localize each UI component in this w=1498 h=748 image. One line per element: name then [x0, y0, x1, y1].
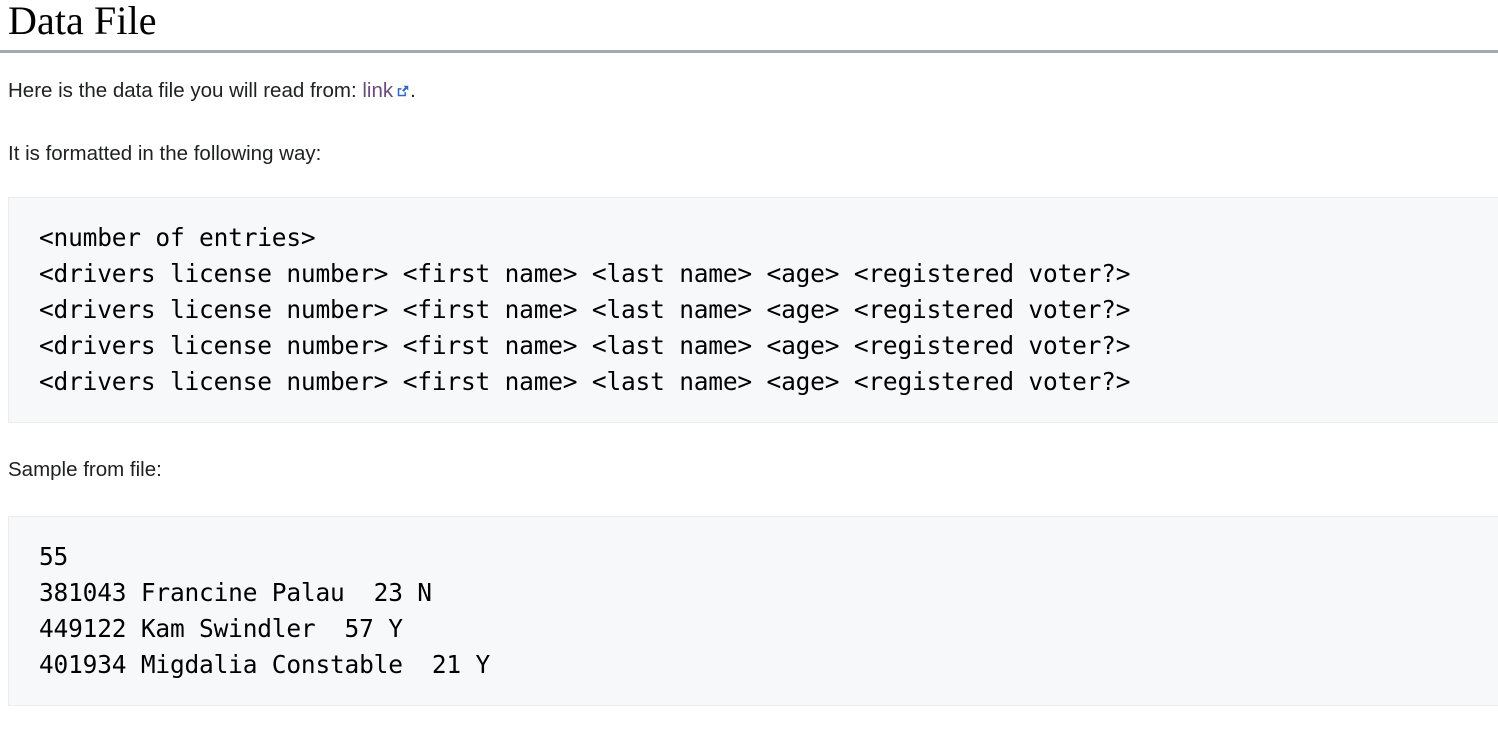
intro-paragraph: Here is the data file you will read from… [0, 74, 1498, 107]
sample-code-text: 55 381043 Francine Palau 23 N 449122 Kam… [39, 541, 491, 679]
intro-text-after-link: . [410, 79, 416, 102]
intro-text-before-link: Here is the data file you will read from… [8, 79, 363, 102]
external-link-icon [396, 84, 410, 98]
sample-intro-paragraph: Sample from file: [8, 458, 162, 482]
data-file-link[interactable]: link [362, 79, 410, 102]
format-intro-paragraph: It is formatted in the following way: [8, 142, 322, 166]
title-divider [0, 50, 1498, 53]
format-code-text: <number of entries> <drivers license num… [39, 223, 1131, 397]
format-code-block: <number of entries> <drivers license num… [8, 197, 1498, 424]
sample-code-block: 55 381043 Francine Palau 23 N 449122 Kam… [8, 515, 1498, 706]
page-title: Data File [8, 0, 157, 43]
data-file-link-label: link [362, 79, 394, 102]
